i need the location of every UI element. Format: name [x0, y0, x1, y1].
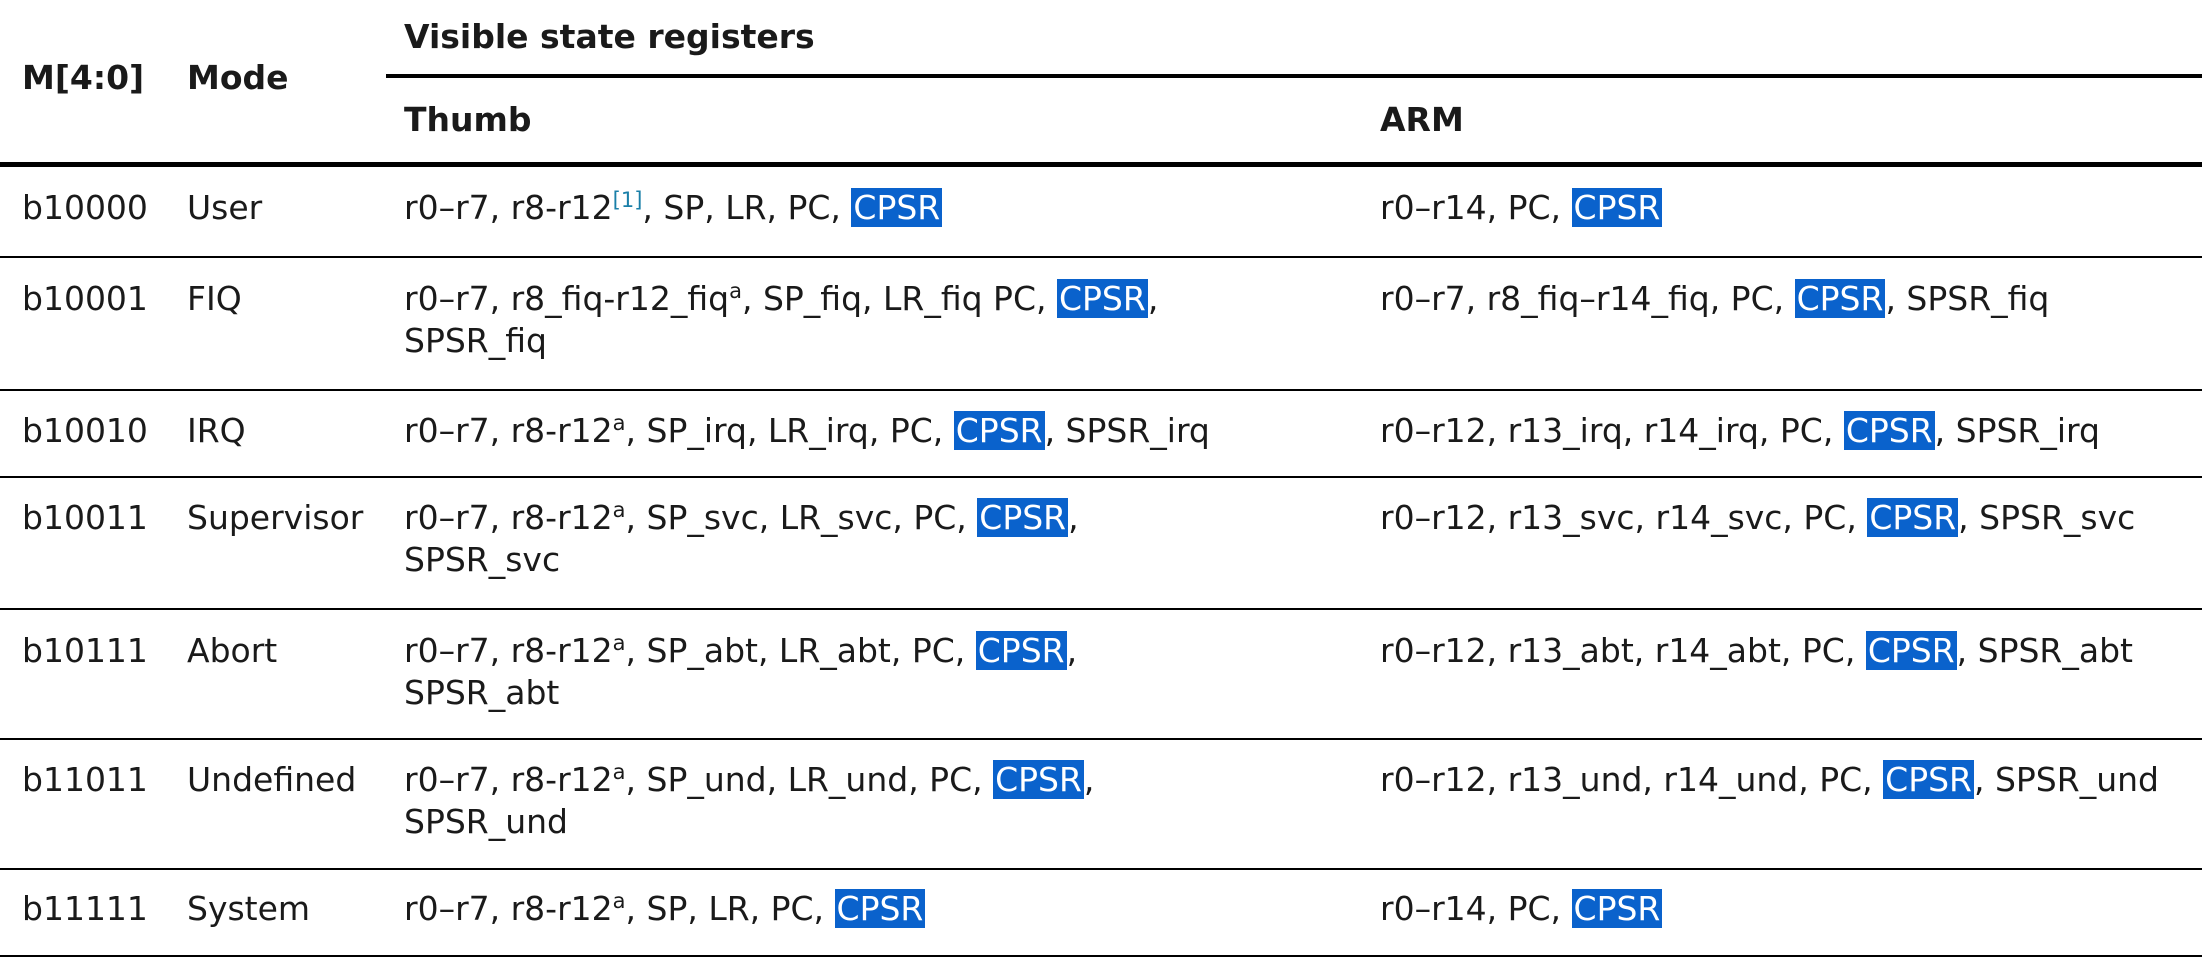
- header-mode: Mode: [187, 58, 289, 97]
- row-divider: [0, 738, 2202, 740]
- register-text: , SP_abt, LR_abt, PC,: [625, 631, 976, 670]
- mode-name: System: [187, 889, 311, 928]
- row-divider: [0, 955, 2202, 957]
- mode-code: b10010: [22, 411, 148, 450]
- mode-code: b11011: [22, 760, 148, 799]
- register-text: r0–r7, r8-r12: [404, 631, 613, 670]
- cpsr-highlight: CPSR: [993, 760, 1084, 799]
- register-text: , SP_fiq, LR_fiq PC,: [741, 279, 1057, 318]
- mode-name: IRQ: [187, 411, 246, 450]
- mode-name: User: [187, 188, 263, 227]
- mode-name: Undefined: [187, 760, 357, 799]
- cpsr-highlight: CPSR: [1865, 631, 1957, 670]
- header-arm: ARM: [1380, 100, 1464, 139]
- register-text: r0–r12, r13_svc, r14_svc, PC,: [1380, 498, 1868, 537]
- cpsr-highlight: CPSR: [851, 188, 943, 227]
- register-text: , SP, LR, PC,: [642, 188, 852, 227]
- cpsr-highlight: CPSR: [1883, 760, 1974, 799]
- footnote-marker: a: [612, 631, 626, 655]
- thumb-registers: r0–r7, r8-r12a, SP, LR, PC, CPSR: [404, 888, 1234, 930]
- footnote-marker: a: [612, 760, 626, 784]
- header-m: M[4:0]: [22, 58, 145, 97]
- mode-name: Supervisor: [187, 498, 364, 537]
- thumb-registers: r0–r7, r8_fiq-r12_fiqa, SP_fiq, LR_fiq P…: [404, 278, 1234, 362]
- row-divider: [0, 868, 2202, 870]
- footnote-marker: a: [612, 411, 626, 435]
- header-group: Visible state registers: [404, 17, 815, 56]
- thumb-registers: r0–r7, r8-r12a, SP_irq, LR_irq, PC, CPSR…: [404, 410, 1234, 452]
- register-text: r0–r7, r8-r12: [404, 498, 613, 537]
- cpsr-highlight: CPSR: [1794, 279, 1886, 318]
- arm-registers: r0–r12, r13_abt, r14_abt, PC, CPSR, SPSR…: [1380, 630, 2188, 672]
- row-divider: [0, 608, 2202, 610]
- register-text: r0–r7, r8-r12: [404, 889, 613, 928]
- arm-registers: r0–r7, r8_fiq–r14_fiq, PC, CPSR, SPSR_fi…: [1380, 278, 2188, 320]
- register-text: , SP_und, LR_und, PC,: [625, 760, 994, 799]
- thumb-registers: r0–r7, r8-r12a, SP_svc, LR_svc, PC, CPSR…: [404, 497, 1234, 581]
- mode-code: b11111: [22, 889, 148, 928]
- row-divider: [0, 476, 2202, 478]
- arm-registers: r0–r12, r13_svc, r14_svc, PC, CPSR, SPSR…: [1380, 497, 2188, 539]
- arm-registers: r0–r14, PC, CPSR: [1380, 888, 2188, 930]
- mode-name: FIQ: [187, 279, 242, 318]
- mode-code: b10000: [22, 188, 148, 227]
- cpsr-highlight: CPSR: [1571, 889, 1663, 928]
- mode-code: b10011: [22, 498, 148, 537]
- cpsr-highlight: CPSR: [975, 631, 1067, 670]
- cpsr-highlight: CPSR: [1867, 498, 1959, 537]
- register-text: , SPSR_abt: [404, 631, 1078, 712]
- register-text: r0–r14, PC,: [1380, 188, 1572, 227]
- header-thumb: Thumb: [404, 100, 532, 139]
- footnote-marker: a: [612, 889, 626, 913]
- register-text: , SPSR_irq: [1934, 411, 2100, 450]
- cpsr-highlight: CPSR: [977, 498, 1069, 537]
- arm-registers: r0–r12, r13_irq, r14_irq, PC, CPSR, SPSR…: [1380, 410, 2188, 452]
- thumb-registers: r0–r7, r8-r12[1], SP, LR, PC, CPSR: [404, 187, 1234, 229]
- arm-registers: r0–r14, PC, CPSR: [1380, 187, 2188, 229]
- mode-name: Abort: [187, 631, 278, 670]
- footnote-marker: a: [612, 498, 626, 522]
- register-text: r0–r7, r8-r12: [404, 188, 613, 227]
- register-text: , SPSR_und: [1973, 760, 2159, 799]
- footnote-marker[interactable]: [1]: [612, 188, 643, 212]
- cpsr-highlight: CPSR: [1056, 279, 1148, 318]
- header-rule: [0, 162, 2202, 167]
- row-divider: [0, 389, 2202, 391]
- register-text: , SPSR_fiq: [1885, 279, 2050, 318]
- register-text: r0–r12, r13_abt, r14_abt, PC,: [1380, 631, 1866, 670]
- register-text: , SPSR_svc: [404, 498, 1079, 579]
- register-text: , SPSR_irq: [1044, 411, 1210, 450]
- register-text: , SPSR_fiq: [404, 279, 1159, 360]
- register-text: r0–r7, r8_fiq-r12_fiq: [404, 279, 730, 318]
- register-text: r0–r12, r13_irq, r14_irq, PC,: [1380, 411, 1844, 450]
- register-text: , SP_irq, LR_irq, PC,: [625, 411, 954, 450]
- register-text: , SPSR_und: [404, 760, 1095, 841]
- register-text: , SP, LR, PC,: [625, 889, 835, 928]
- row-divider: [0, 256, 2202, 258]
- register-text: r0–r14, PC,: [1380, 889, 1572, 928]
- register-text: , SP_svc, LR_svc, PC,: [625, 498, 978, 537]
- register-text: r0–r12, r13_und, r14_und, PC,: [1380, 760, 1884, 799]
- mode-code: b10111: [22, 631, 148, 670]
- cpsr-highlight: CPSR: [953, 411, 1045, 450]
- footnote-marker: a: [729, 279, 742, 303]
- cpsr-highlight: CPSR: [1571, 188, 1663, 227]
- thumb-registers: r0–r7, r8-r12a, SP_abt, LR_abt, PC, CPSR…: [404, 630, 1234, 714]
- cpsr-highlight: CPSR: [834, 889, 926, 928]
- cpsr-highlight: CPSR: [1843, 411, 1935, 450]
- mode-code: b10001: [22, 279, 148, 318]
- register-text: , SPSR_abt: [1956, 631, 2133, 670]
- register-text: , SPSR_svc: [1958, 498, 2136, 537]
- group-rule: [386, 74, 2202, 78]
- register-text: r0–r7, r8-r12: [404, 411, 613, 450]
- arm-registers: r0–r12, r13_und, r14_und, PC, CPSR, SPSR…: [1380, 759, 2188, 801]
- thumb-registers: r0–r7, r8-r12a, SP_und, LR_und, PC, CPSR…: [404, 759, 1234, 843]
- register-text: r0–r7, r8_fiq–r14_fiq, PC,: [1380, 279, 1795, 318]
- register-text: r0–r7, r8-r12: [404, 760, 613, 799]
